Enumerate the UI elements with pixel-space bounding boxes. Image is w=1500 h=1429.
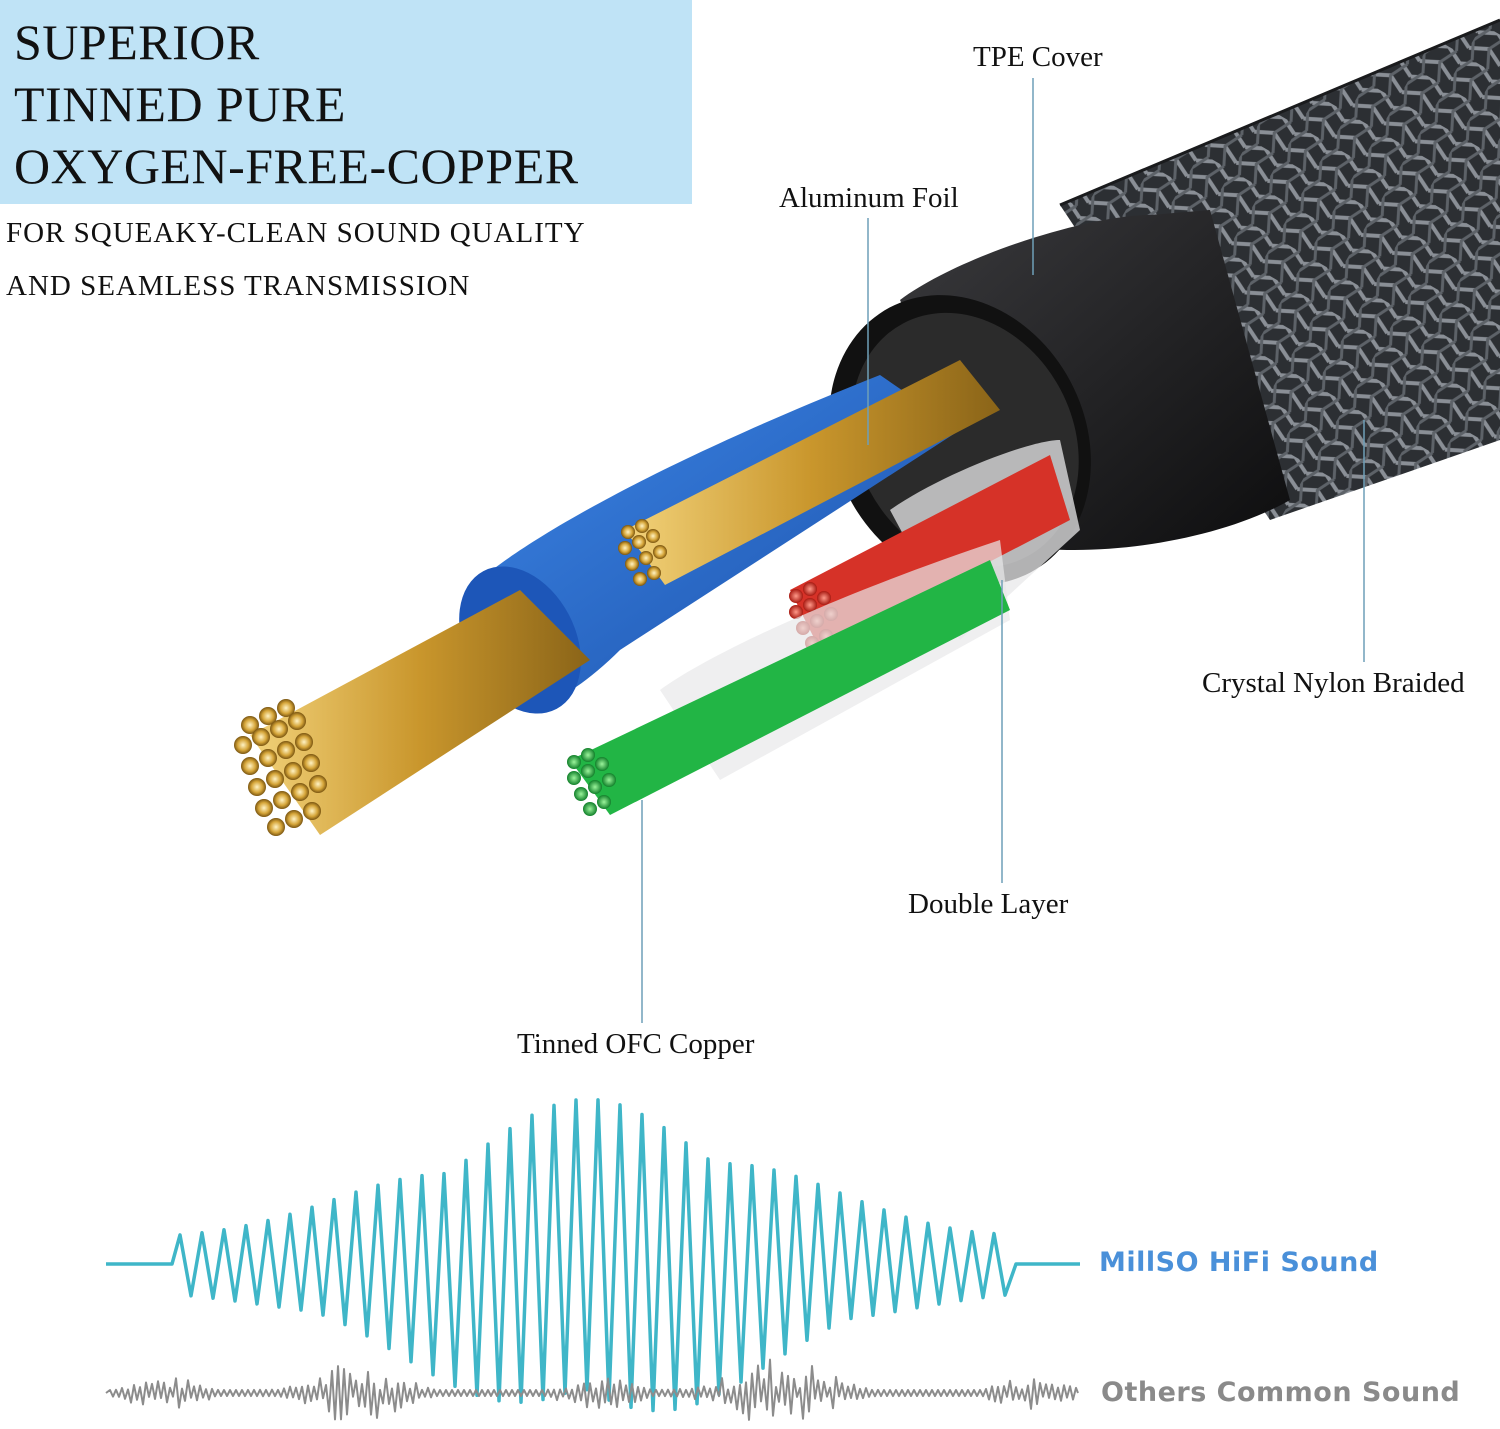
gold-strand-ends-small xyxy=(618,519,667,586)
common-waveform xyxy=(105,1358,1079,1421)
label-tinned-ofc-copper: Tinned OFC Copper xyxy=(517,1028,755,1060)
braided-sleeve xyxy=(1060,20,1500,520)
hifi-waveform xyxy=(106,1098,1080,1413)
green-strand-ends xyxy=(567,748,616,816)
legend-common-sound: Others Common Sound xyxy=(1101,1377,1461,1408)
subheadline-line-2: AND SEAMLESS TRANSMISSION xyxy=(6,270,471,302)
label-tpe-cover: TPE Cover xyxy=(973,41,1103,73)
label-double-layer: Double Layer xyxy=(908,888,1069,920)
headline-box: SUPERIOR TINNED PURE OXYGEN-FREE-COPPER xyxy=(0,0,692,204)
headline-line-1: SUPERIOR xyxy=(14,14,260,70)
label-crystal-nylon-braided: Crystal Nylon Braided xyxy=(1202,667,1465,699)
subheadline-line-1: FOR SQUEAKY-CLEAN SOUND QUALITY xyxy=(6,217,586,249)
label-aluminum-foil: Aluminum Foil xyxy=(779,182,959,214)
headline-line-3: OXYGEN-FREE-COPPER xyxy=(14,138,579,194)
headline-line-2: TINNED PURE xyxy=(14,76,346,132)
legend-hifi-sound: MillSO HiFi Sound xyxy=(1099,1247,1379,1278)
gold-strand-ends-large xyxy=(234,699,327,836)
